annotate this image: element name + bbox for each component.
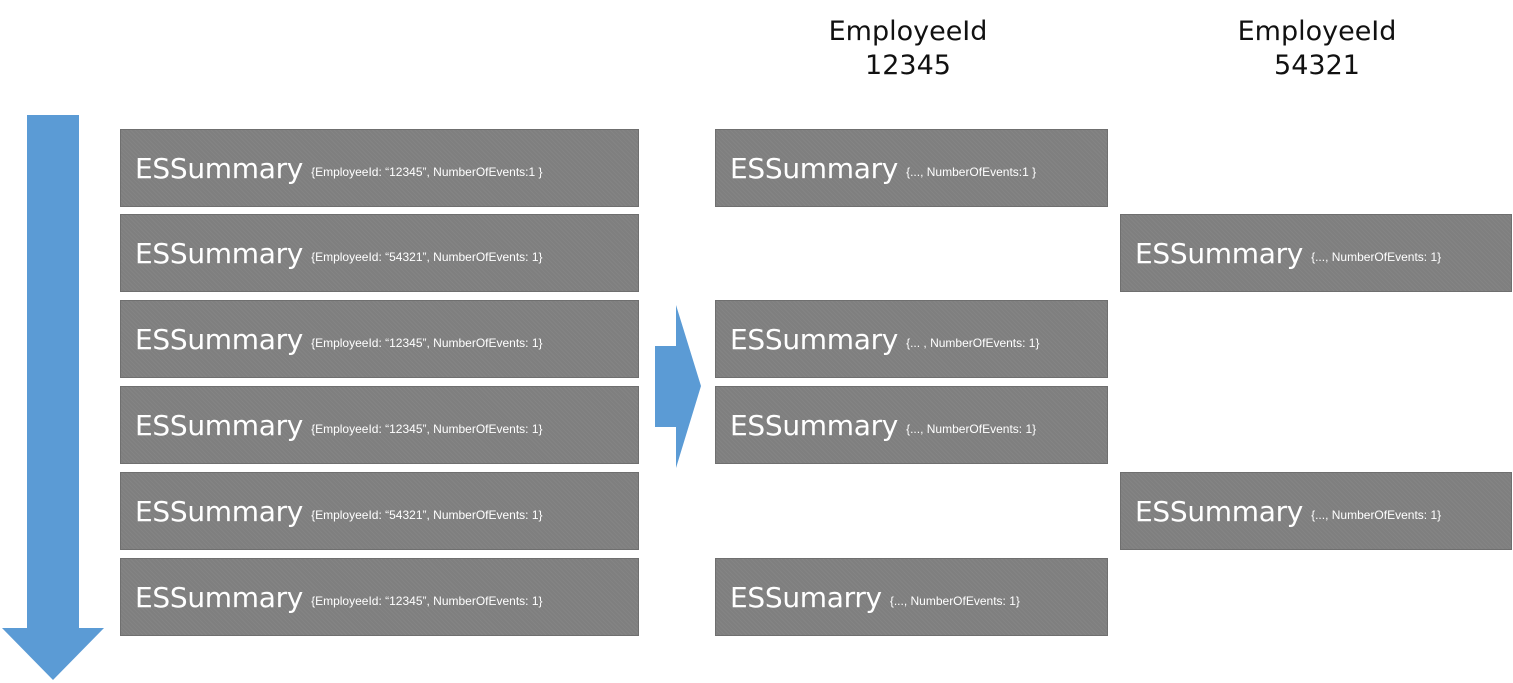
event-type-label: ESSummary (135, 151, 304, 185)
event-type-label: ESSummary (135, 580, 304, 614)
event-detail-text: {EmployeeId: “12345”, NumberOfEvents: 1} (311, 422, 543, 436)
column-header-label: EmployeeId (1237, 16, 1397, 47)
event-detail-text: {EmployeeId: “12345”, NumberOfEvents:1 } (311, 165, 543, 179)
event-detail-text: {EmployeeId: “54321”, NumberOfEvents: 1} (311, 250, 543, 264)
column-header-12345: EmployeeId 12345 (808, 15, 1008, 83)
event-type-label: ESSummary (135, 408, 304, 442)
partition-arrow-shape (655, 305, 701, 468)
input-event-box: ESSummary {EmployeeId: “54321”, NumberOf… (120, 472, 639, 550)
partition-12345-event-box: ESSummary {..., NumberOfEvents:1 } (715, 129, 1108, 207)
column-header-value: 12345 (865, 50, 951, 81)
partition-12345-event-box: ESSummary {..., NumberOfEvents: 1} (715, 386, 1108, 464)
event-detail-text: {EmployeeId: “12345”, NumberOfEvents: 1} (311, 336, 543, 350)
partition-arrow (655, 305, 701, 468)
event-detail-text: {..., NumberOfEvents: 1} (1311, 250, 1442, 264)
event-type-label: ESSummary (1135, 494, 1304, 528)
partition-54321-event-box: ESSummary {..., NumberOfEvents: 1} (1120, 472, 1512, 550)
event-detail-text: {... , NumberOfEvents: 1} (906, 336, 1040, 350)
partition-12345-event-box: ESSummary {... , NumberOfEvents: 1} (715, 300, 1108, 378)
event-type-label: ESSummary (730, 151, 899, 185)
column-header-value: 54321 (1274, 50, 1360, 81)
event-type-label: ESSummary (1135, 236, 1304, 270)
column-header-label: EmployeeId (828, 16, 988, 47)
event-detail-text: {..., NumberOfEvents: 1} (1311, 508, 1442, 522)
event-detail-text: {EmployeeId: “54321”, NumberOfEvents: 1} (311, 508, 543, 522)
time-flow-arrow-shape (2, 115, 104, 680)
input-event-box: ESSummary {EmployeeId: “54321”, NumberOf… (120, 214, 639, 292)
event-detail-text: {EmployeeId: “12345”, NumberOfEvents: 1} (311, 594, 543, 608)
time-flow-arrow (2, 115, 104, 680)
event-type-label: ESSumarry (730, 580, 882, 614)
input-event-box: ESSummary {EmployeeId: “12345”, NumberOf… (120, 300, 639, 378)
event-type-label: ESSummary (135, 236, 304, 270)
event-type-label: ESSummary (730, 408, 899, 442)
partition-54321-event-box: ESSummary {..., NumberOfEvents: 1} (1120, 214, 1512, 292)
event-type-label: ESSummary (135, 494, 304, 528)
input-event-box: ESSummary {EmployeeId: “12345”, NumberOf… (120, 558, 639, 636)
partition-12345-event-box: ESSumarry {..., NumberOfEvents: 1} (715, 558, 1108, 636)
event-type-label: ESSummary (135, 322, 304, 356)
event-detail-text: {..., NumberOfEvents: 1} (906, 422, 1037, 436)
column-header-54321: EmployeeId 54321 (1217, 15, 1417, 83)
event-detail-text: {..., NumberOfEvents: 1} (889, 594, 1020, 608)
input-event-box: ESSummary {EmployeeId: “12345”, NumberOf… (120, 386, 639, 464)
event-detail-text: {..., NumberOfEvents:1 } (906, 165, 1037, 179)
input-event-box: ESSummary {EmployeeId: “12345”, NumberOf… (120, 129, 639, 207)
event-type-label: ESSummary (730, 322, 899, 356)
